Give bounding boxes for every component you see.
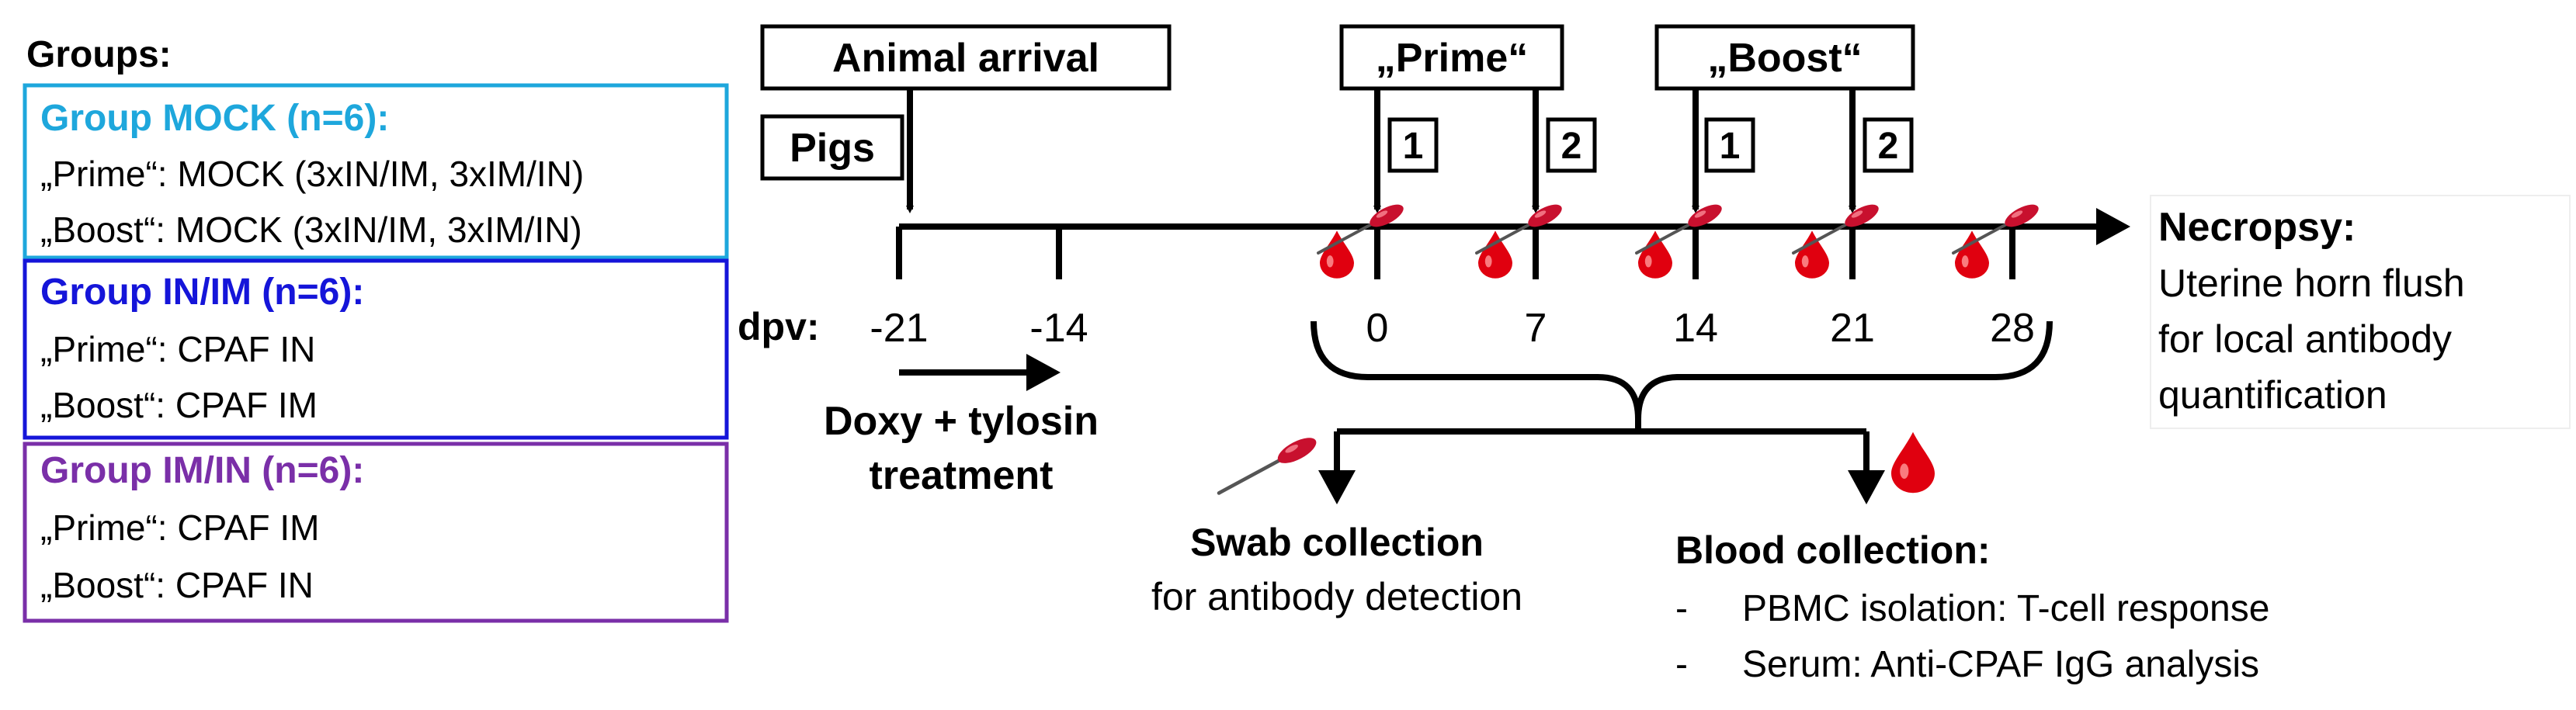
blood-item: Serum: Anti-CPAF IgG analysis [1742,644,2259,685]
group-im-in-box [23,442,729,623]
group-in-im-title: Group IN/IM (n=6): [40,272,364,313]
group-mock-boost: „Boost“: MOCK (3xIN/IM, 3xIM/IN) [40,210,582,250]
day-label: 7 [1525,306,1547,351]
group-im-in-prime: „Prime“: CPAF IM [40,507,319,548]
dpv-label: dpv: [738,305,820,348]
group-in-im-box [23,258,729,440]
blood-drop-icon [1891,431,1935,494]
blood-item: PBMC isolation: T-cell response [1742,588,2269,629]
prime-box [1339,24,1564,91]
blood-title: Blood collection: [1675,528,1991,572]
necropsy-line: Uterine horn flush [2158,261,2465,305]
group-mock-title: Group MOCK (n=6): [40,98,389,139]
dose-box-boost-2 [1863,117,1914,173]
animal-arrival-label: Animal arrival [832,36,1099,81]
treatment-line-1: Doxy + tylosin [824,399,1099,444]
group-in-im-prime: „Prime“: CPAF IN [40,329,315,369]
boost-label: „Boost“ [1707,36,1862,81]
group-im-in-boost: „Boost“: CPAF IN [40,565,314,605]
necropsy-panel: Necropsy: Uterine horn flush for local a… [2150,195,2571,429]
necropsy-line: quantification [2158,373,2387,417]
prime-label: „Prime“ [1376,36,1529,81]
dose-box-prime-1 [1387,117,1439,173]
necropsy-title: Necropsy: [2158,205,2356,250]
dose-label-boost-1: 1 [1720,126,1741,167]
dose-box-boost-1 [1704,117,1755,173]
timeline: Animal arrival Pigs „Prime“ „Boost“ 1 2 … [738,24,2269,685]
timeline-axis-arrowhead [2096,208,2130,245]
blood-arrowhead [1848,470,1885,504]
dose-label-prime-2: 2 [1561,126,1582,167]
swab-icon [1219,433,1320,494]
animal-arrival-box [760,24,1172,91]
groups-heading: Groups: [26,34,172,75]
day-label: 21 [1830,306,1875,351]
blood-bullet: - [1675,644,1688,685]
dose-label-boost-2: 2 [1878,126,1899,167]
swab-subtitle: for antibody detection [1151,575,1522,618]
day-label: -14 [1029,306,1088,351]
boost-box [1654,24,1915,91]
necropsy-box [2150,195,2571,429]
group-in-im-boost: „Boost“: CPAF IM [40,385,318,425]
blood-bullet: - [1675,588,1688,629]
day-label: 0 [1366,306,1389,351]
treatment-arrowhead [1026,354,1061,391]
day-label: -21 [870,306,928,351]
day-label: 28 [1990,306,2035,351]
treatment-line-2: treatment [870,453,1054,498]
groups-panel: Groups: Group MOCK (n=6): „Prime“: MOCK … [23,34,729,623]
group-mock-prime: „Prime“: MOCK (3xIN/IM, 3xIM/IN) [40,154,584,194]
group-mock-box [23,83,729,260]
pigs-label: Pigs [790,126,875,171]
swab-title: Swab collection [1190,521,1484,564]
swab-arrowhead [1318,470,1356,504]
dose-box-prime-2 [1546,117,1597,173]
necropsy-line: for local antibody [2158,317,2452,361]
group-im-in-title: Group IM/IN (n=6): [40,450,364,491]
dose-label-prime-1: 1 [1403,126,1424,167]
day-label: 14 [1673,306,1718,351]
pigs-box [760,114,904,181]
